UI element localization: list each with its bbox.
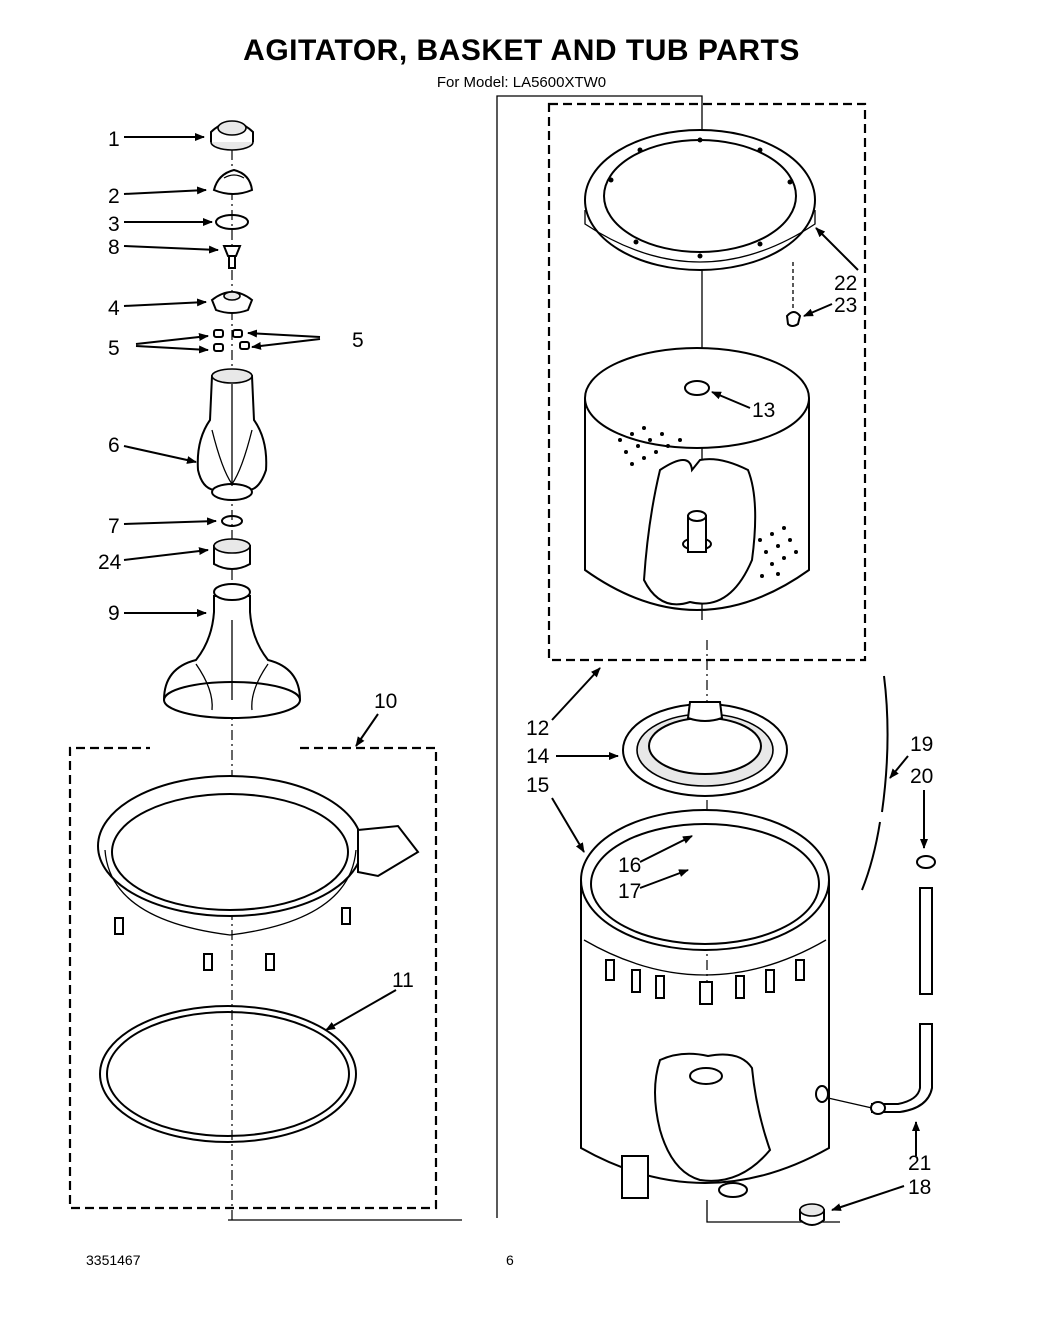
drain-hose-part [881, 675, 889, 813]
agitator-barrel-part [196, 368, 268, 501]
page-number: 6 [506, 1252, 514, 1268]
cap-cover-part [212, 168, 254, 195]
callout-22: 22 [834, 272, 857, 295]
callout-16: 16 [618, 854, 641, 877]
coupling-part [213, 538, 251, 570]
agitator-cap-part [210, 120, 254, 151]
callout-5-right: 5 [352, 329, 364, 352]
callout-23: 23 [834, 294, 857, 317]
washer-part [221, 515, 243, 527]
basket-drive-hub-part [622, 701, 788, 797]
callout-8: 8 [108, 236, 120, 259]
drain-plug-part [799, 1203, 825, 1226]
callout-21: 21 [908, 1152, 931, 1175]
balance-ring-part [584, 129, 816, 271]
callout-17: 17 [618, 880, 641, 903]
callout-24: 24 [98, 551, 122, 574]
agitator-dogs-part [213, 329, 250, 352]
outer-tub-part [580, 809, 830, 1199]
leader-lines [123, 133, 928, 1211]
tub-bottom-centerline [706, 1200, 840, 1223]
callout-13: 13 [752, 399, 775, 422]
callout-11: 11 [392, 969, 414, 992]
tub-seal-ring-part [99, 1005, 357, 1143]
callout-3: 3 [108, 213, 120, 236]
clip-part [785, 262, 802, 327]
tub-ring-part [97, 775, 420, 971]
callout-2: 2 [108, 185, 120, 208]
callout-12: 12 [526, 717, 549, 740]
callout-10: 10 [374, 690, 397, 713]
bolt-part [222, 245, 242, 269]
page-title: AGITATOR, BASKET AND TUB PARTS [243, 34, 800, 67]
callout-1: 1 [108, 128, 120, 151]
callout-7: 7 [108, 515, 120, 538]
callout-14: 14 [526, 745, 550, 768]
callout-20: 20 [910, 765, 933, 788]
agitator-cam-part [210, 291, 254, 314]
inlet-tube-part [870, 887, 933, 1115]
callout-15: 15 [526, 774, 549, 797]
model-subtitle: For Model: LA5600XTW0 [436, 74, 607, 91]
basket-part [584, 347, 810, 611]
splash-ring-assembly-box [68, 746, 438, 1210]
document-number: 3351467 [86, 1252, 141, 1268]
seal-ring-part [215, 214, 249, 230]
tube-connector-line [827, 1097, 873, 1109]
hose-segment-part [861, 821, 881, 891]
agitator-base-part [162, 583, 302, 719]
callout-18: 18 [908, 1176, 931, 1199]
callout-9: 9 [108, 602, 120, 625]
callout-4: 4 [108, 297, 120, 320]
callout-19: 19 [910, 733, 933, 756]
callout-5-left: 5 [108, 337, 120, 360]
callout-6: 6 [108, 434, 120, 457]
basket-assembly-box [547, 102, 867, 662]
hose-clamp-part [916, 855, 936, 869]
